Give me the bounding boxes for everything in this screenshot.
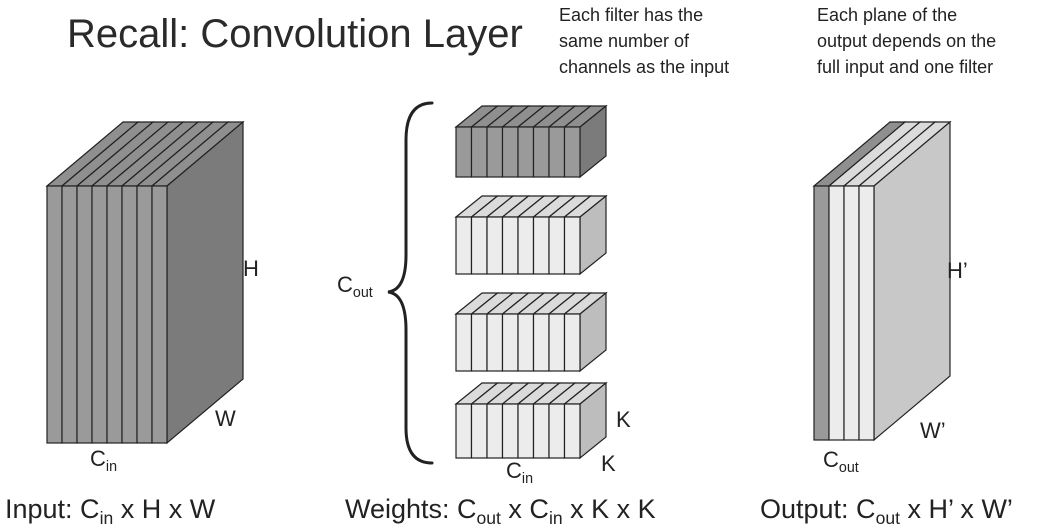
channel-slice [470, 216, 488, 275]
output-plane-note: Each plane of the output depends on the … [817, 2, 996, 80]
filter-kernel-size-label: K [601, 451, 616, 476]
channel-slice [486, 126, 504, 178]
channel-slice [61, 185, 78, 444]
channel-slice [486, 313, 504, 372]
weights-channels-label: Cin [506, 458, 534, 487]
channel-slice [106, 185, 123, 444]
channel-slice [470, 403, 488, 459]
channel-slice [455, 313, 473, 372]
channel-slice [501, 313, 519, 372]
channel-slice [563, 313, 581, 372]
filter-channels-note: Each filter has the same number of chann… [559, 2, 729, 80]
channel-slice [532, 403, 550, 459]
channel-slice [455, 216, 473, 275]
note-line: channels as the input [559, 57, 730, 77]
filter-4 [454, 381, 608, 460]
output-volume [812, 120, 952, 442]
channel-slice [501, 126, 519, 178]
input-width-label: W [215, 406, 236, 431]
channel-slice [470, 126, 488, 178]
channel-slice [455, 403, 473, 459]
channel-slice [563, 126, 581, 178]
channel-slice [548, 403, 566, 459]
channel-slice [858, 185, 875, 441]
note-line: same number of [559, 31, 690, 51]
input-shape-caption: Input: Cin x H x W [5, 494, 216, 529]
channel-slice [136, 185, 153, 444]
filter-1 [454, 104, 608, 179]
weights-cout-label: Cout [337, 272, 373, 301]
channel-slice [486, 403, 504, 459]
channel-slice [548, 313, 566, 372]
slide-title: Recall: Convolution Layer [67, 12, 523, 56]
note-line: full input and one filter [817, 57, 994, 77]
channel-slice [517, 403, 535, 459]
channel-slice [563, 216, 581, 275]
channel-slice [548, 216, 566, 275]
channel-slice [813, 185, 830, 441]
output-shape-caption: Output: Cout x H’ x W’ [760, 494, 1013, 529]
channel-slice [828, 185, 845, 441]
input-height-label: H [243, 256, 259, 281]
filter-2 [454, 194, 608, 276]
channel-slice [455, 126, 473, 178]
note-line: output depends on the [817, 31, 997, 51]
channel-slice [501, 216, 519, 275]
input-channels-label: Cin [90, 446, 118, 475]
filter-3 [454, 291, 608, 373]
input-volume [45, 120, 245, 445]
channel-slice [470, 313, 488, 372]
filter-kernel-depth-label: K [616, 407, 631, 432]
channel-slice [517, 313, 535, 372]
cout-brace [387, 101, 434, 465]
channel-slice [532, 126, 550, 178]
output-channels-label: Cout [823, 447, 859, 476]
channel-slice [532, 216, 550, 275]
channel-slice [517, 126, 535, 178]
channel-slice [501, 403, 519, 459]
channel-slice [843, 185, 860, 441]
channel-slice [91, 185, 108, 444]
channel-slice [517, 216, 535, 275]
channel-slice [548, 126, 566, 178]
note-line: Each plane of the [817, 5, 958, 25]
channel-slice [486, 216, 504, 275]
channel-slice [151, 185, 168, 444]
channel-slice [121, 185, 138, 444]
channel-slice [76, 185, 93, 444]
channel-slice [532, 313, 550, 372]
channel-slice [46, 185, 63, 444]
channel-slice [563, 403, 581, 459]
output-width-label: W’ [920, 418, 946, 443]
note-line: Each filter has the [559, 5, 704, 25]
weights-shape-caption: Weights: Cout x Cin x K x K [345, 494, 656, 529]
output-height-label: H’ [947, 258, 968, 283]
